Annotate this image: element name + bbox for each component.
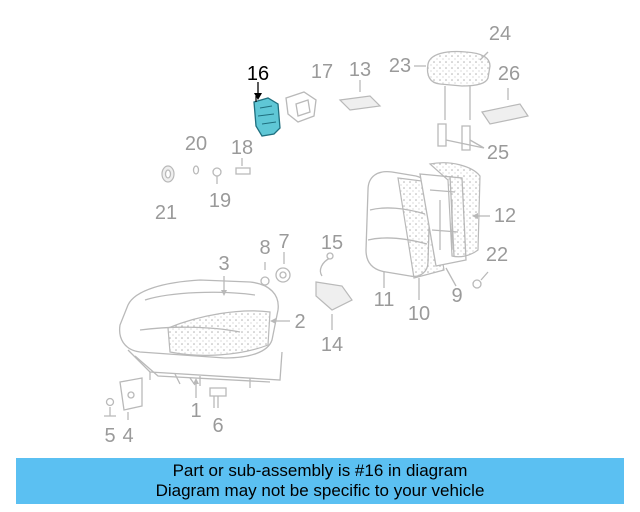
part-22-screw	[472, 271, 489, 289]
part-6-bolt	[209, 387, 227, 408]
callout-10: 10	[408, 303, 430, 325]
part-15-harness	[319, 252, 334, 277]
callout-2: 2	[294, 311, 305, 333]
part-18-bolt	[235, 158, 251, 175]
callout-13: 13	[349, 59, 371, 81]
part-21-grommet	[161, 165, 175, 183]
callout-12: 12	[494, 205, 516, 227]
leader-1	[193, 378, 199, 398]
leader-3	[221, 276, 227, 296]
part-19-nut	[212, 167, 222, 184]
callout-16: 16	[247, 63, 269, 85]
part-8-pin	[260, 262, 270, 286]
info-banner: Part or sub-assembly is #16 in diagram D…	[16, 458, 624, 504]
callout-11: 11	[374, 289, 395, 311]
callout-24: 24	[489, 23, 511, 45]
callout-15: 15	[321, 232, 343, 254]
part-17-cover	[285, 91, 317, 123]
callout-23: 23	[389, 55, 411, 77]
callout-25: 25	[487, 142, 509, 164]
headrest	[414, 50, 491, 120]
callout-18: 18	[231, 137, 253, 159]
banner-line-2: Diagram may not be specific to your vehi…	[155, 481, 485, 500]
part-25-guides	[437, 123, 485, 151]
callout-26: 26	[498, 63, 520, 85]
callout-5: 5	[104, 425, 115, 447]
part-26-bracket	[481, 88, 529, 125]
callout-20: 20	[185, 133, 207, 155]
part-4-bracket	[119, 377, 143, 420]
callout-3: 3	[218, 253, 229, 275]
part-20-clip	[192, 165, 200, 175]
part-13-trim	[338, 80, 382, 111]
part-16-highlighted[interactable]	[253, 96, 281, 137]
callout-17: 17	[311, 61, 333, 83]
part-5-clip	[104, 397, 116, 417]
callout-19: 19	[209, 190, 231, 212]
callout-6: 6	[212, 415, 223, 437]
banner-line-1: Part or sub-assembly is #16 in diagram	[172, 461, 468, 480]
leader-16	[254, 82, 262, 100]
callout-21: 21	[155, 202, 177, 224]
callout-9: 9	[451, 285, 462, 307]
part-14-switch	[315, 281, 353, 330]
seat-back-assembly	[365, 162, 481, 279]
callout-4: 4	[122, 425, 133, 447]
callout-8: 8	[259, 237, 270, 259]
seat-cushion-assembly	[118, 279, 283, 388]
leader-9	[445, 267, 457, 287]
callout-14: 14	[321, 334, 343, 356]
callout-1: 1	[190, 400, 201, 422]
leader-2	[270, 318, 290, 324]
callout-7: 7	[278, 231, 289, 253]
part-7-cap	[275, 252, 291, 283]
callout-22: 22	[486, 244, 508, 266]
leader-12	[472, 213, 490, 219]
